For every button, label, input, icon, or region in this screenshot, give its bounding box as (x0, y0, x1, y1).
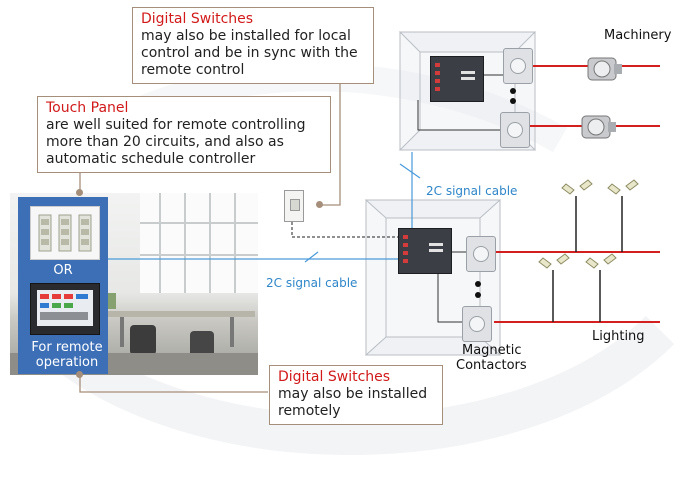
callout-line: automatic schedule controller (46, 151, 256, 167)
callout-digital-switches-local: Digital Switches may also be installed f… (132, 7, 374, 84)
relay-module-top (430, 56, 484, 102)
remote-operation-label-2: operation (35, 355, 99, 370)
callout-line: remote control (141, 62, 245, 78)
callout-heading: Touch Panel (46, 100, 129, 116)
contactor-top-2 (500, 112, 530, 148)
machinery-icon (581, 115, 616, 139)
callout-touch-panel: Touch Panel are well suited for remote c… (37, 96, 331, 173)
callout-heading: Digital Switches (141, 11, 254, 27)
ellipsis-dot (475, 281, 481, 287)
leader-dot (76, 189, 83, 196)
touch-panel-screen (30, 283, 100, 335)
callout-line: may also be installed (278, 386, 428, 402)
callout-line: are well suited for remote controlling (46, 117, 306, 133)
contactor-bottom-1 (466, 236, 496, 272)
or-label: OR (53, 263, 73, 278)
callout-line: may also be installed for local (141, 28, 351, 44)
callout-digital-switches-remote: Digital Switches may also be installed r… (269, 365, 443, 425)
callout-heading: Digital Switches (278, 369, 391, 385)
contactors-label-1: Magnetic (462, 343, 522, 358)
contactors-label-2: Contactors (456, 358, 527, 373)
remote-operation-label-1: For remote (31, 340, 103, 355)
relay-module-bottom (398, 228, 452, 274)
ellipsis-dot (510, 98, 516, 104)
leader-dot (76, 371, 83, 378)
switch-plate (30, 206, 100, 260)
contactor-top-1 (503, 48, 533, 84)
machinery-icon (587, 57, 622, 81)
callout-line: control and be in sync with the (141, 45, 358, 61)
ellipsis-dot (510, 88, 516, 94)
ellipsis-dot (475, 292, 481, 298)
signal-cable-label-mid: 2C signal cable (266, 276, 358, 290)
callout-line: remotely (278, 403, 341, 419)
local-digital-switch (284, 190, 304, 222)
leader-dot (316, 201, 323, 208)
contactor-bottom-2 (462, 306, 492, 342)
signal-cable-label-top: 2C signal cable (426, 184, 518, 198)
machinery-label: Machinery (604, 28, 672, 43)
callout-line: more than 20 circuits, and also as (46, 134, 284, 150)
lighting-label: Lighting (592, 329, 645, 344)
